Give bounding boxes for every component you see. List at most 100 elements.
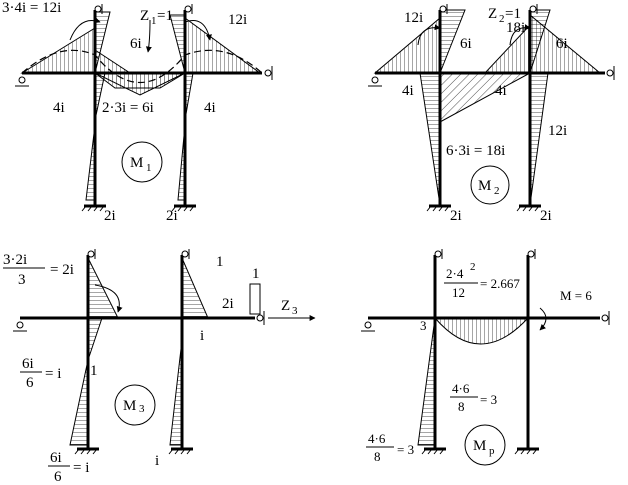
m3-fixed-base-left xyxy=(74,447,99,455)
m2-top-right-a-label: 18i xyxy=(506,20,525,36)
svg-text:4·6: 4·6 xyxy=(368,431,386,446)
mp-fraction-1: 2·4 2 12 = 2.667 xyxy=(444,261,520,300)
svg-text:= 3: = 3 xyxy=(480,392,497,407)
m2-top-support-right xyxy=(529,4,538,14)
m2-rotation-arrow-left xyxy=(417,24,441,46)
svg-text:= 2i: = 2i xyxy=(50,262,74,278)
m3-z3-label: Z 3 xyxy=(281,298,298,317)
m1-base-left-label: 2i xyxy=(104,208,116,224)
svg-text:M: M xyxy=(123,398,136,414)
m1-right-span-area xyxy=(184,17,262,74)
svg-text:8: 8 xyxy=(374,449,381,464)
m3-unit-load-label: 1 xyxy=(252,266,260,282)
m1-fixed-support-right xyxy=(264,66,273,80)
m2-fixed-base-right xyxy=(516,204,541,212)
m1-top-right-label: 12i xyxy=(228,12,247,28)
m3-right-col-top-area xyxy=(181,257,209,319)
m1-rotation-arrow-left xyxy=(69,17,101,41)
svg-text:6i: 6i xyxy=(50,450,62,466)
m2-base-left-label: 2i xyxy=(450,208,462,224)
m2-pin-support-left xyxy=(368,76,382,87)
m3-fraction-1: 3·2i 3 = 2i xyxy=(3,252,74,288)
m3-fixed-base-right xyxy=(168,447,193,455)
panel-m3: 3·2i 3 = 2i 6i 6 = i 6i 6 = i 1 2i i 1 Z… xyxy=(3,249,316,485)
mp-left-col-area xyxy=(417,317,436,446)
mp-pin-support-left xyxy=(361,321,375,332)
m2-mid-span-area xyxy=(439,72,531,123)
m1-deflected-shape xyxy=(21,49,263,84)
m3-base-i-label: i xyxy=(155,453,159,469)
m1-top-left-label: 3·4i = 12i xyxy=(2,0,61,16)
m2-base-right-label: 2i xyxy=(540,208,552,224)
m2-top-right-b-label: 6i xyxy=(556,36,568,52)
m2-fixed-support-right xyxy=(606,66,615,80)
mp-moment-arrow xyxy=(539,307,547,331)
m2-left-col-lower-area xyxy=(419,72,441,206)
m1-beam-right-label: 4i xyxy=(204,100,216,116)
m3-rotation-arrow xyxy=(94,284,123,313)
m2-col-left-label: 6·3i = 18i xyxy=(446,143,505,159)
mp-left-val-label: 3 xyxy=(420,318,427,333)
svg-text:2: 2 xyxy=(494,185,500,197)
svg-text:=1: =1 xyxy=(157,8,173,24)
svg-text:8: 8 xyxy=(458,399,465,414)
m2-top-support-left xyxy=(439,4,448,14)
m1-z-label: Z 1 =1 xyxy=(140,8,173,27)
m2-right-col-lower-area xyxy=(529,72,549,206)
svg-text:3: 3 xyxy=(139,403,145,415)
m1-fixed-base-left xyxy=(81,204,106,212)
m2-beam-mid-label: 4i xyxy=(495,83,507,99)
m1-beam-left-label: 4i xyxy=(53,100,65,116)
m1-base-right-label: 2i xyxy=(166,208,178,224)
svg-text:4·6: 4·6 xyxy=(452,381,470,396)
svg-text:1: 1 xyxy=(146,162,152,174)
m2-top-left-label: 12i xyxy=(404,10,423,26)
svg-text:p: p xyxy=(489,445,495,457)
svg-text:6: 6 xyxy=(54,469,62,485)
m3-fixed-support-right xyxy=(256,311,265,325)
m2-beam-left-label: 4i xyxy=(402,83,414,99)
m3-left-col-bottom-area xyxy=(69,359,89,446)
svg-text:Z: Z xyxy=(140,8,149,24)
svg-text:6: 6 xyxy=(26,375,34,391)
m1-panel-title: M 1 xyxy=(121,141,163,183)
svg-text:12: 12 xyxy=(452,285,465,300)
m3-top-support-right xyxy=(181,249,190,259)
svg-text:M: M xyxy=(473,438,486,454)
svg-text:M: M xyxy=(478,178,491,194)
svg-text:Z: Z xyxy=(488,6,497,22)
m3-right-beam-label: i xyxy=(200,328,204,344)
m1-fixed-base-right xyxy=(171,204,196,212)
svg-text:Z: Z xyxy=(281,298,290,314)
m2-left-span-area xyxy=(373,16,441,74)
mp-fixed-support-right xyxy=(601,311,610,325)
m3-right-mid-label: 2i xyxy=(222,296,234,312)
m2-col-right-label: 12i xyxy=(548,123,567,139)
m3-left-small-label: 1 xyxy=(90,363,98,379)
svg-text:2: 2 xyxy=(499,13,505,25)
mp-fraction-3: 4·6 8 = 3 xyxy=(366,431,414,464)
m1-pin-support-left xyxy=(15,76,29,87)
m2-z-label: Z 2 =1 xyxy=(488,6,521,25)
mp-fixed-base-left xyxy=(421,447,446,455)
svg-text:1: 1 xyxy=(151,15,157,27)
m1-top-support-right xyxy=(184,4,193,14)
m1-beam-mid-label: 2·3i = 6i xyxy=(102,100,154,116)
svg-text:M: M xyxy=(130,155,143,171)
panel-m1: 3·4i = 12i Z 1 =1 12i 6i 4i 2·3i = 6i 4i… xyxy=(2,0,273,224)
m3-left-col-mid-area xyxy=(87,317,103,361)
svg-text:6i: 6i xyxy=(22,356,34,372)
mp-fraction-2: 4·6 8 = 3 xyxy=(450,381,497,414)
m3-left-col-top-area xyxy=(87,257,119,319)
mp-fixed-base-right xyxy=(514,447,539,455)
m2-top-mid-label: 6i xyxy=(460,36,472,52)
m3-right-col-bottom-area xyxy=(169,339,183,446)
m2-fixed-base-left xyxy=(426,204,451,212)
panel-m2: Z 2 =1 12i 6i 18i 6i 4i 4i 6·3i = 18i 12… xyxy=(368,4,615,224)
svg-text:2·4: 2·4 xyxy=(446,266,464,281)
svg-text:2: 2 xyxy=(470,261,476,273)
svg-text:= i: = i xyxy=(45,366,61,382)
m1-mid-left-label: 6i xyxy=(130,36,142,52)
